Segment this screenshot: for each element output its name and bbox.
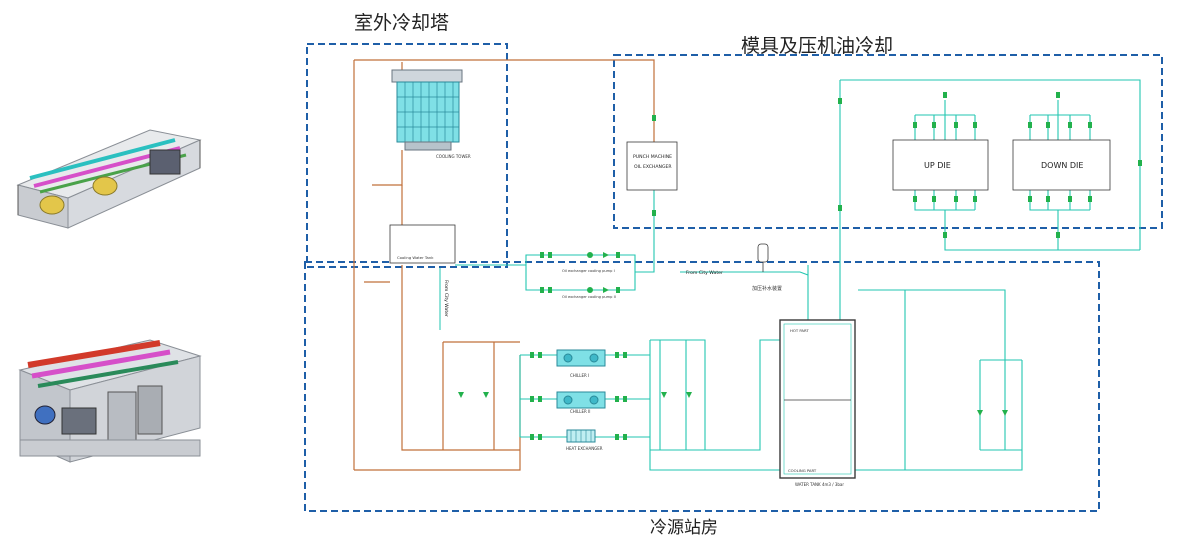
chiller-2-label: CHILLER II [570,409,590,414]
up-die [892,139,989,191]
oil-pump-2 [587,287,609,293]
cooling-tower [391,69,463,151]
cooling-water-tank-label: Cooling Water Tank [397,255,434,260]
punch-machine-label: PUNCH MACHINE [633,154,672,160]
zone-cooling-tower-border [306,43,508,268]
cooling-tower-label: COOLING TOWER [436,154,471,159]
skid-rendering-bottom [18,339,202,463]
chiller-1 [556,349,606,367]
water-tank [779,319,856,479]
booster-makeup-unit [757,243,769,272]
cooling-water-tank [389,224,456,264]
heat-exchanger [566,429,596,443]
zone-title-die-oil: 模具及压机油冷却 [741,35,893,57]
zone-die-oil-border [613,54,1163,229]
oil-pump-2-label: Oil exchanger cooling pump II [562,295,616,299]
zone-title-cooling-tower: 室外冷却塔 [354,12,449,34]
up-die-label: UP DIE [924,161,951,170]
oil-exchanger-label: OIL EXCHANGER [634,164,672,170]
oil-pump-1 [587,252,609,258]
heat-exchanger-label: HEAT EXCHANGER [566,446,603,451]
chiller-1-label: CHILLER I [570,373,589,378]
hot-part-label: HOT PART [790,328,809,333]
down-die [1012,139,1111,191]
valve-markers [458,92,1142,440]
chiller-2 [556,391,606,409]
cooling-part-label: COOLING PART [788,468,817,473]
water-tank-label: WATER TANK 4m3 / 3bar [795,482,844,487]
zone-plant-room-border [304,261,1100,512]
booster-label: 加压补水装置 [752,285,782,292]
down-die-label: DOWN DIE [1041,161,1083,170]
punch-oil-exchanger [626,141,678,191]
from-city-water-label-1: From City Water [686,270,723,276]
from-city-water-label-2: From City Water [443,280,449,317]
zone-title-plant-room: 冷源站房 [650,518,718,538]
oil-pump-1-label: Oil exchanger cooling pump I [562,269,615,273]
skid-rendering-top [16,129,202,229]
